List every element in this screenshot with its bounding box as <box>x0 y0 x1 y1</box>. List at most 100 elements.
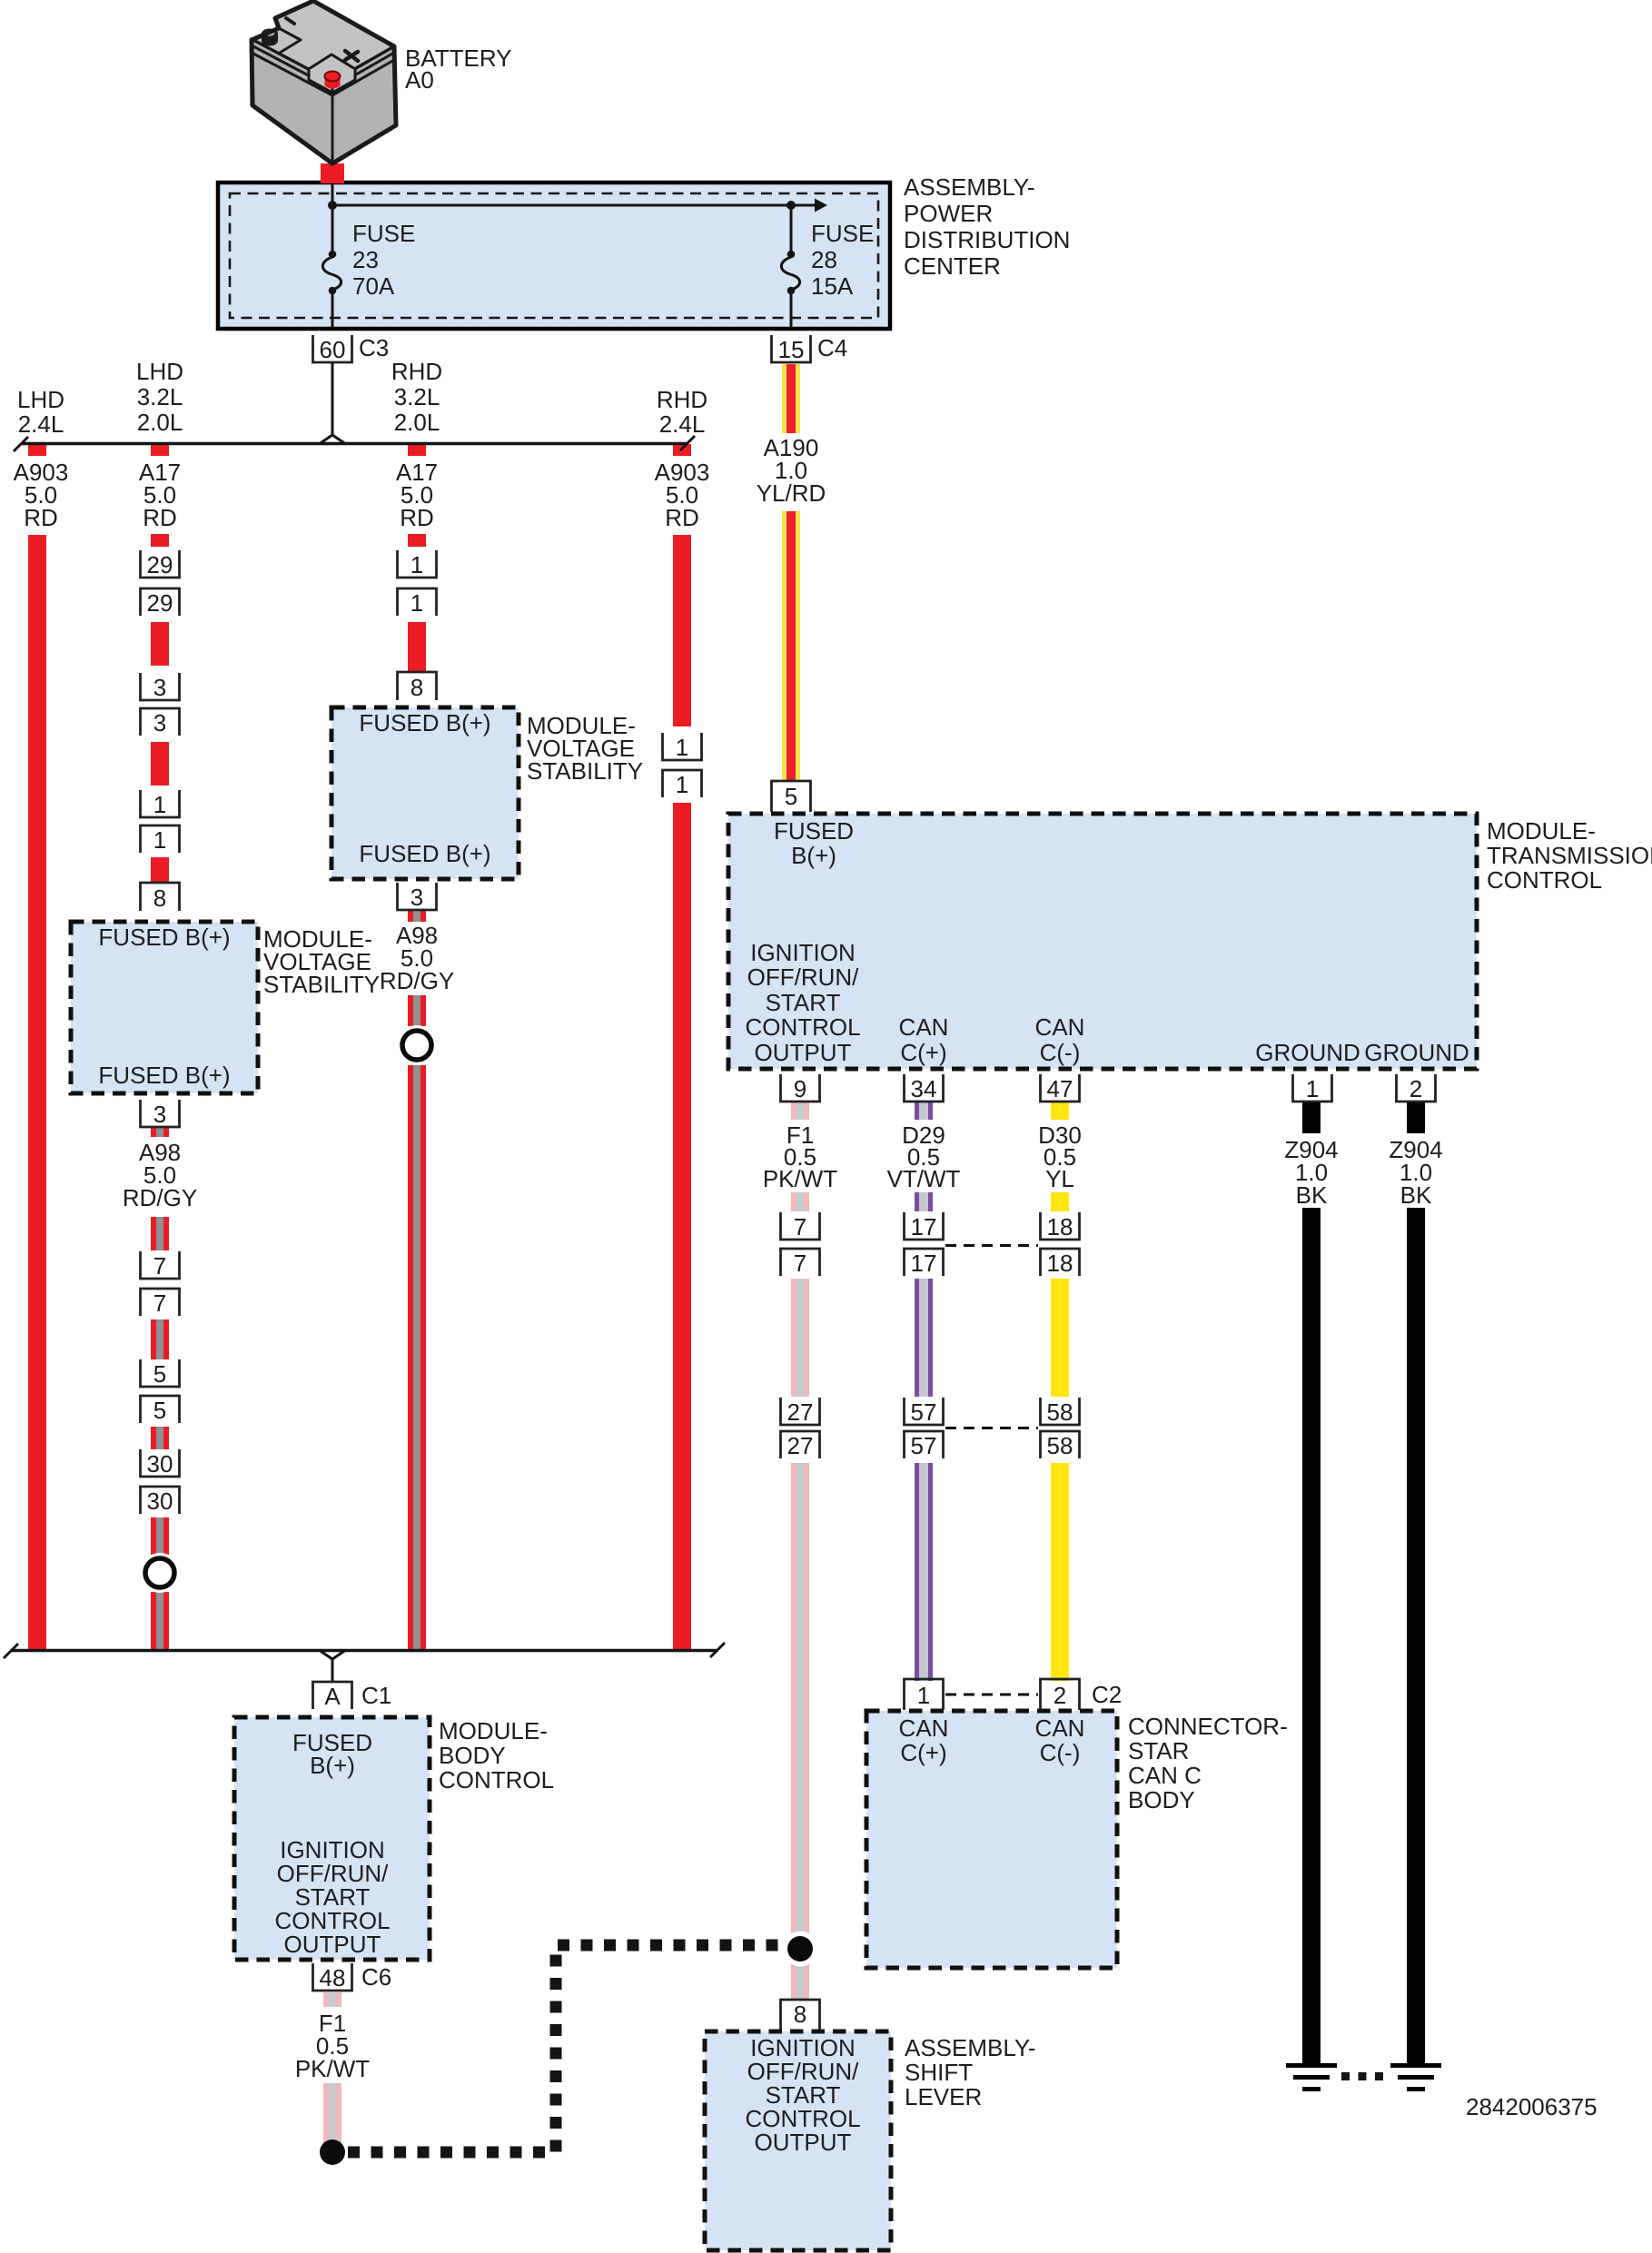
svg-text:Z904: Z904 <box>1389 1136 1442 1163</box>
svg-text:29: 29 <box>147 589 173 617</box>
svg-text:C2: C2 <box>1092 1681 1122 1708</box>
svg-text:CONTROL: CONTROL <box>439 1766 554 1794</box>
svg-text:57: 57 <box>911 1398 937 1426</box>
svg-text:OUTPUT: OUTPUT <box>755 2129 852 2156</box>
svg-text:2.4L: 2.4L <box>18 410 64 438</box>
svg-text:7: 7 <box>153 1290 166 1317</box>
svg-text:RD: RD <box>24 504 58 531</box>
svg-text:30: 30 <box>147 1487 173 1515</box>
svg-text:57: 57 <box>911 1432 937 1459</box>
svg-text:BK: BK <box>1400 1181 1432 1209</box>
svg-text:1: 1 <box>676 734 688 761</box>
svg-text:YL: YL <box>1045 1165 1074 1192</box>
svg-text:START: START <box>766 2081 841 2109</box>
svg-text:23: 23 <box>352 246 379 273</box>
svg-text:STAR: STAR <box>1128 1737 1189 1764</box>
svg-text:RD: RD <box>400 504 434 531</box>
svg-text:47: 47 <box>1047 1075 1073 1102</box>
svg-text:A903: A903 <box>655 459 710 486</box>
svg-text:FUSE: FUSE <box>811 220 874 247</box>
svg-text:CAN C: CAN C <box>1128 1762 1202 1789</box>
svg-text:F1: F1 <box>786 1122 814 1149</box>
svg-text:CAN: CAN <box>899 1714 949 1742</box>
svg-text:OFF/RUN/: OFF/RUN/ <box>277 1860 390 1887</box>
svg-text:5: 5 <box>153 1397 166 1424</box>
svg-text:A17: A17 <box>139 459 181 486</box>
svg-text:1: 1 <box>676 771 688 798</box>
svg-text:5: 5 <box>785 783 797 810</box>
svg-text:VT/WT: VT/WT <box>887 1165 961 1192</box>
svg-text:70A: 70A <box>352 272 395 300</box>
svg-text:Z904: Z904 <box>1284 1136 1338 1163</box>
svg-text:PK/WT: PK/WT <box>763 1165 837 1192</box>
svg-text:2: 2 <box>1054 1682 1066 1709</box>
svg-text:2: 2 <box>1410 1075 1422 1102</box>
svg-text:5.0: 5.0 <box>25 481 57 509</box>
svg-text:15: 15 <box>778 336 805 363</box>
svg-text:1.0: 1.0 <box>1400 1159 1432 1186</box>
svg-text:C4: C4 <box>817 334 847 361</box>
svg-text:POWER: POWER <box>904 200 993 227</box>
svg-text:PK/WT: PK/WT <box>295 2055 370 2082</box>
svg-text:1: 1 <box>153 791 166 818</box>
svg-text:BATTERY: BATTERY <box>405 44 512 72</box>
svg-text:18: 18 <box>1047 1213 1073 1240</box>
svg-text:27: 27 <box>787 1398 814 1426</box>
svg-text:VOLTAGE: VOLTAGE <box>263 948 371 975</box>
svg-text:IGNITION: IGNITION <box>280 1836 385 1863</box>
svg-text:3: 3 <box>153 709 166 736</box>
svg-text:3: 3 <box>153 674 166 701</box>
svg-text:FUSED B(+): FUSED B(+) <box>359 840 490 867</box>
svg-text:27: 27 <box>787 1432 814 1459</box>
svg-text:7: 7 <box>153 1252 166 1280</box>
svg-text:FUSED B(+): FUSED B(+) <box>98 1062 230 1089</box>
svg-text:OFF/RUN/: OFF/RUN/ <box>747 963 860 991</box>
svg-text:1: 1 <box>917 1682 930 1709</box>
svg-text:48: 48 <box>320 1964 346 1991</box>
svg-text:1: 1 <box>411 589 423 617</box>
svg-text:F1: F1 <box>319 2010 346 2037</box>
svg-text:A903: A903 <box>14 459 69 486</box>
svg-text:RD/GY: RD/GY <box>380 967 454 994</box>
svg-text:2842006375: 2842006375 <box>1466 2093 1598 2120</box>
svg-text:LEVER: LEVER <box>905 2083 982 2110</box>
svg-text:GROUND: GROUND <box>1364 1039 1469 1066</box>
svg-text:LHD: LHD <box>136 358 183 385</box>
svg-text:VOLTAGE: VOLTAGE <box>527 735 635 762</box>
svg-text:1: 1 <box>1306 1075 1319 1102</box>
svg-text:7: 7 <box>794 1250 806 1277</box>
svg-text:3.2L: 3.2L <box>137 383 183 410</box>
svg-text:BODY: BODY <box>1128 1786 1195 1813</box>
svg-text:OFF/RUN/: OFF/RUN/ <box>747 2058 860 2085</box>
svg-text:FUSED: FUSED <box>774 817 854 845</box>
svg-text:START: START <box>766 989 841 1016</box>
svg-text:MODULE-: MODULE- <box>263 925 372 953</box>
svg-text:CONTROL: CONTROL <box>745 2105 860 2132</box>
svg-text:58: 58 <box>1047 1398 1073 1426</box>
svg-text:A190: A190 <box>764 434 819 461</box>
svg-text:ASSEMBLY-: ASSEMBLY- <box>904 173 1035 201</box>
svg-text:CONTROL: CONTROL <box>1487 866 1602 894</box>
svg-text:STABILITY: STABILITY <box>263 971 380 998</box>
svg-text:FUSE: FUSE <box>352 220 415 247</box>
svg-text:D30: D30 <box>1038 1122 1082 1149</box>
svg-text:C3: C3 <box>359 334 389 361</box>
svg-text:BODY: BODY <box>439 1742 506 1769</box>
svg-text:3.2L: 3.2L <box>394 383 440 410</box>
svg-text:RD: RD <box>665 504 699 531</box>
svg-text:CAN: CAN <box>1035 1714 1085 1742</box>
svg-text:RD/GY: RD/GY <box>123 1184 197 1211</box>
svg-text:ASSEMBLY-: ASSEMBLY- <box>905 2034 1036 2061</box>
svg-text:IGNITION: IGNITION <box>750 2034 856 2061</box>
svg-text:2.0L: 2.0L <box>137 409 183 436</box>
svg-text:15A: 15A <box>811 272 854 300</box>
svg-text:30: 30 <box>147 1450 173 1477</box>
svg-text:17: 17 <box>911 1213 937 1240</box>
svg-text:SHIFT: SHIFT <box>905 2059 973 2086</box>
svg-text:C(+): C(+) <box>900 1039 946 1066</box>
svg-text:5.0: 5.0 <box>143 1161 176 1189</box>
svg-text:RD: RD <box>143 504 177 531</box>
svg-text:34: 34 <box>911 1075 937 1102</box>
svg-text:IGNITION: IGNITION <box>750 939 856 966</box>
svg-text:CONTROL: CONTROL <box>745 1013 860 1041</box>
